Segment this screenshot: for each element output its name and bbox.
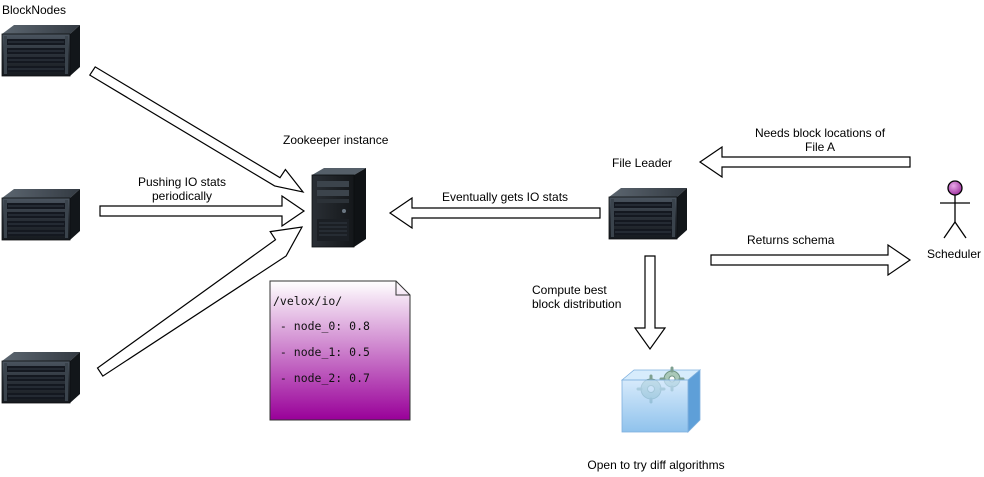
- push-arrow-middle: [99, 194, 306, 228]
- compute-arrow: [633, 255, 667, 351]
- pushing-label-line1: Pushing IO stats: [138, 175, 226, 189]
- returns-schema-arrow: [710, 243, 912, 277]
- gears-box-icon: [620, 366, 702, 433]
- block-nodes-label: BlockNodes: [2, 3, 66, 17]
- io-stats-note: /velox/io/ - node_0: 0.8 - node_1: 0.5 -…: [269, 280, 411, 421]
- needs-label-line2: File A: [805, 140, 835, 154]
- pushing-label-line2: periodically: [152, 189, 212, 203]
- zookeeper-label: Zookeeper instance: [283, 133, 389, 147]
- returns-label: Returns schema: [747, 233, 835, 247]
- actor-icon: [940, 180, 970, 239]
- file-leader-label: File Leader: [612, 156, 672, 170]
- io-stats-arrow: [388, 196, 601, 230]
- note-path: /velox/io/: [273, 294, 342, 308]
- eventually-label: Eventually gets IO stats: [442, 190, 568, 204]
- tower-server-icon: [311, 167, 367, 248]
- rack-server-icon: [1, 351, 81, 404]
- needs-label-line1: Needs block locations of: [755, 126, 886, 140]
- rack-server-icon: [1, 24, 81, 77]
- scheduler-label: Scheduler: [927, 247, 981, 261]
- push-arrow-bottom: [96, 226, 304, 377]
- compute-label-line2: block distribution: [532, 297, 621, 311]
- needs-locations-arrow: [698, 145, 911, 179]
- note-entry: - node_2: 0.7: [273, 371, 370, 385]
- note-entry: - node_0: 0.8: [273, 319, 370, 333]
- push-arrow-top: [88, 66, 305, 193]
- open-to-try-label: Open to try diff algorithms: [587, 458, 724, 472]
- rack-server-icon: [608, 187, 688, 240]
- compute-label-line1: Compute best: [532, 283, 607, 297]
- note-entry: - node_1: 0.5: [273, 345, 370, 359]
- rack-server-icon: [1, 188, 81, 241]
